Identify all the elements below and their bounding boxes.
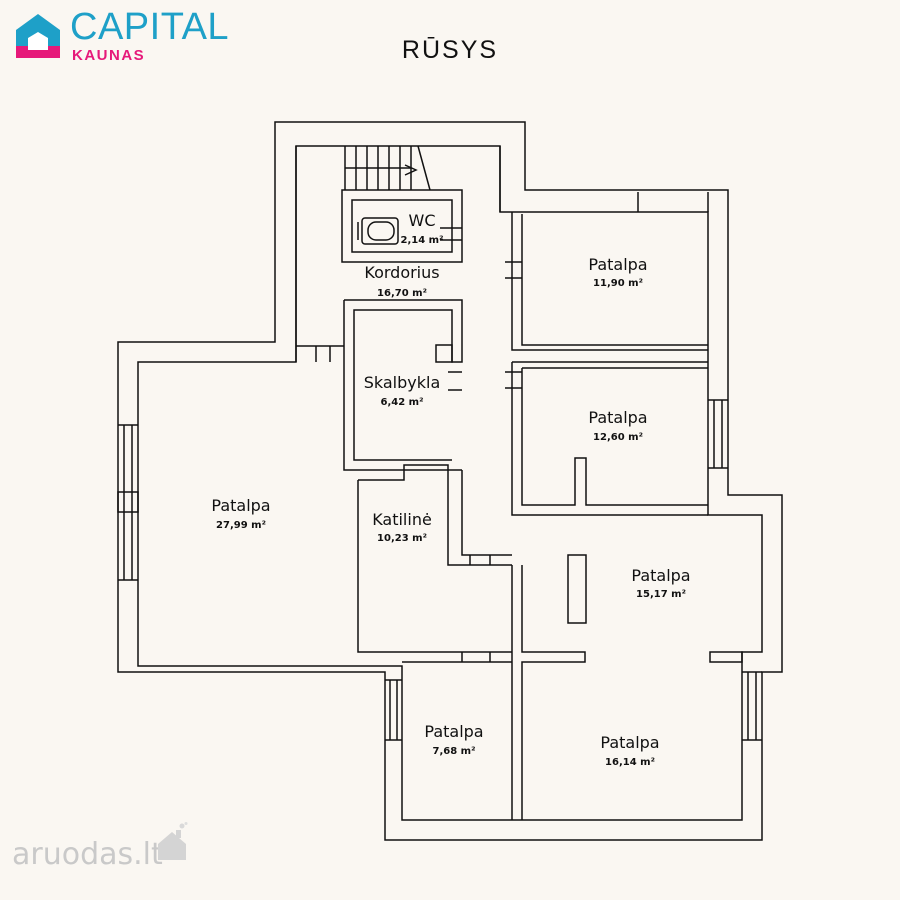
room-name: Patalpa <box>211 496 270 515</box>
room-area: 10,23 m² <box>377 533 427 544</box>
logo-city: KAUNAS <box>72 47 146 64</box>
room-area: 6,42 m² <box>381 397 424 408</box>
room-name: Katilinė <box>372 510 432 529</box>
room-patalpa-2799-label: Patalpa 27,99 m² <box>211 496 270 531</box>
room-area: 11,90 m² <box>593 278 643 289</box>
room-name: Patalpa <box>588 255 647 274</box>
room-name: WC <box>409 211 436 230</box>
walls <box>117 121 783 841</box>
room-area: 12,60 m² <box>593 432 643 443</box>
room-area: 15,17 m² <box>636 589 686 600</box>
room-wc-label: WC 2,14 m² <box>401 211 444 246</box>
room-patalpa-1260-label: Patalpa 12,60 m² <box>588 408 647 443</box>
room-kordorius-label: Kordorius 16,70 m² <box>364 263 439 299</box>
room-area: 16,14 m² <box>605 757 655 768</box>
room-katiline-label: Katilinė 10,23 m² <box>372 510 432 544</box>
room-area: 7,68 m² <box>433 746 476 757</box>
room-patalpa-768-label: Patalpa 7,68 m² <box>424 722 483 757</box>
room-name: Patalpa <box>600 733 659 752</box>
capital-logo: CAPITAL KAUNAS <box>12 6 242 65</box>
logo-brand: CAPITAL <box>70 6 230 48</box>
room-name: Patalpa <box>588 408 647 427</box>
bathtub-icon <box>357 217 399 245</box>
room-patalpa-1517-label: Patalpa 15,17 m² <box>631 566 690 600</box>
house-watermark-icon <box>158 822 188 860</box>
room-name: Skalbykla <box>364 373 441 392</box>
room-area: 2,14 m² <box>401 235 444 246</box>
room-skalbykla-label: Skalbykla 6,42 m² <box>364 373 441 408</box>
room-name: Patalpa <box>631 566 690 585</box>
room-patalpa-1614-label: Patalpa 16,14 m² <box>600 733 659 768</box>
house-logo-icon <box>16 14 60 58</box>
room-name: Patalpa <box>424 722 483 741</box>
stairs-icon <box>344 145 431 191</box>
room-name: Kordorius <box>364 263 439 282</box>
room-area: 27,99 m² <box>216 520 266 531</box>
watermark-text: aruodas.lt <box>12 837 163 872</box>
room-patalpa-1190-label: Patalpa 11,90 m² <box>588 255 647 289</box>
floor-title: RŪSYS <box>401 36 499 64</box>
room-area: 16,70 m² <box>377 288 427 299</box>
